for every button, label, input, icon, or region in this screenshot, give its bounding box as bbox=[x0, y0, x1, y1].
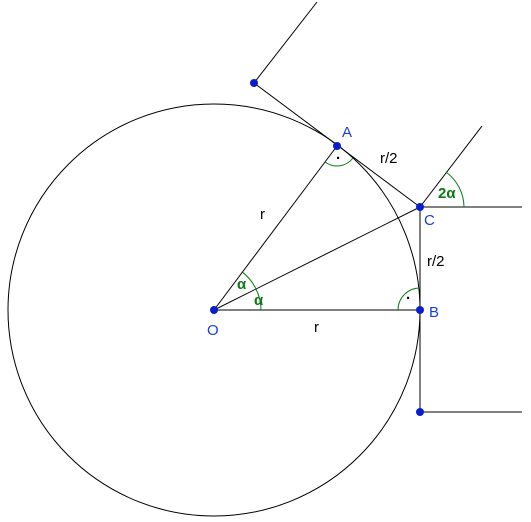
right-angle-arc-B bbox=[397, 287, 421, 311]
point-C bbox=[416, 203, 424, 211]
label-point-C: C bbox=[424, 212, 435, 229]
angle-arc-2alpha bbox=[445, 171, 465, 208]
label-angle-alpha-upper: α bbox=[237, 276, 247, 293]
label-point-B: B bbox=[429, 304, 439, 321]
right-angle-arc-A bbox=[324, 157, 354, 167]
outgoing-line-upper bbox=[253, 1, 318, 84]
label-point-O: O bbox=[207, 322, 219, 339]
point-O bbox=[210, 306, 218, 314]
point-A bbox=[333, 142, 341, 150]
point-upper-end bbox=[250, 79, 258, 87]
segment-OC bbox=[213, 206, 421, 311]
right-angle-dot-A: · bbox=[336, 150, 341, 167]
point-B bbox=[416, 306, 424, 314]
label-angle-2alpha: 2α bbox=[438, 185, 456, 202]
label-length-OA: r bbox=[260, 206, 265, 223]
label-length-AC: r/2 bbox=[380, 150, 398, 167]
angle-arc-alpha-lower bbox=[255, 288, 262, 311]
angle-arc-alpha-upper bbox=[242, 271, 257, 290]
label-angle-alpha-lower: α bbox=[254, 292, 264, 309]
label-length-CB: r/2 bbox=[427, 253, 445, 270]
label-length-OB: r bbox=[314, 319, 319, 336]
ray-from-C-diagonal bbox=[419, 125, 483, 208]
label-point-A: A bbox=[342, 124, 352, 141]
point-lower-end bbox=[416, 408, 424, 416]
right-angle-dot-B: · bbox=[406, 290, 411, 307]
segment-OA bbox=[213, 145, 338, 311]
